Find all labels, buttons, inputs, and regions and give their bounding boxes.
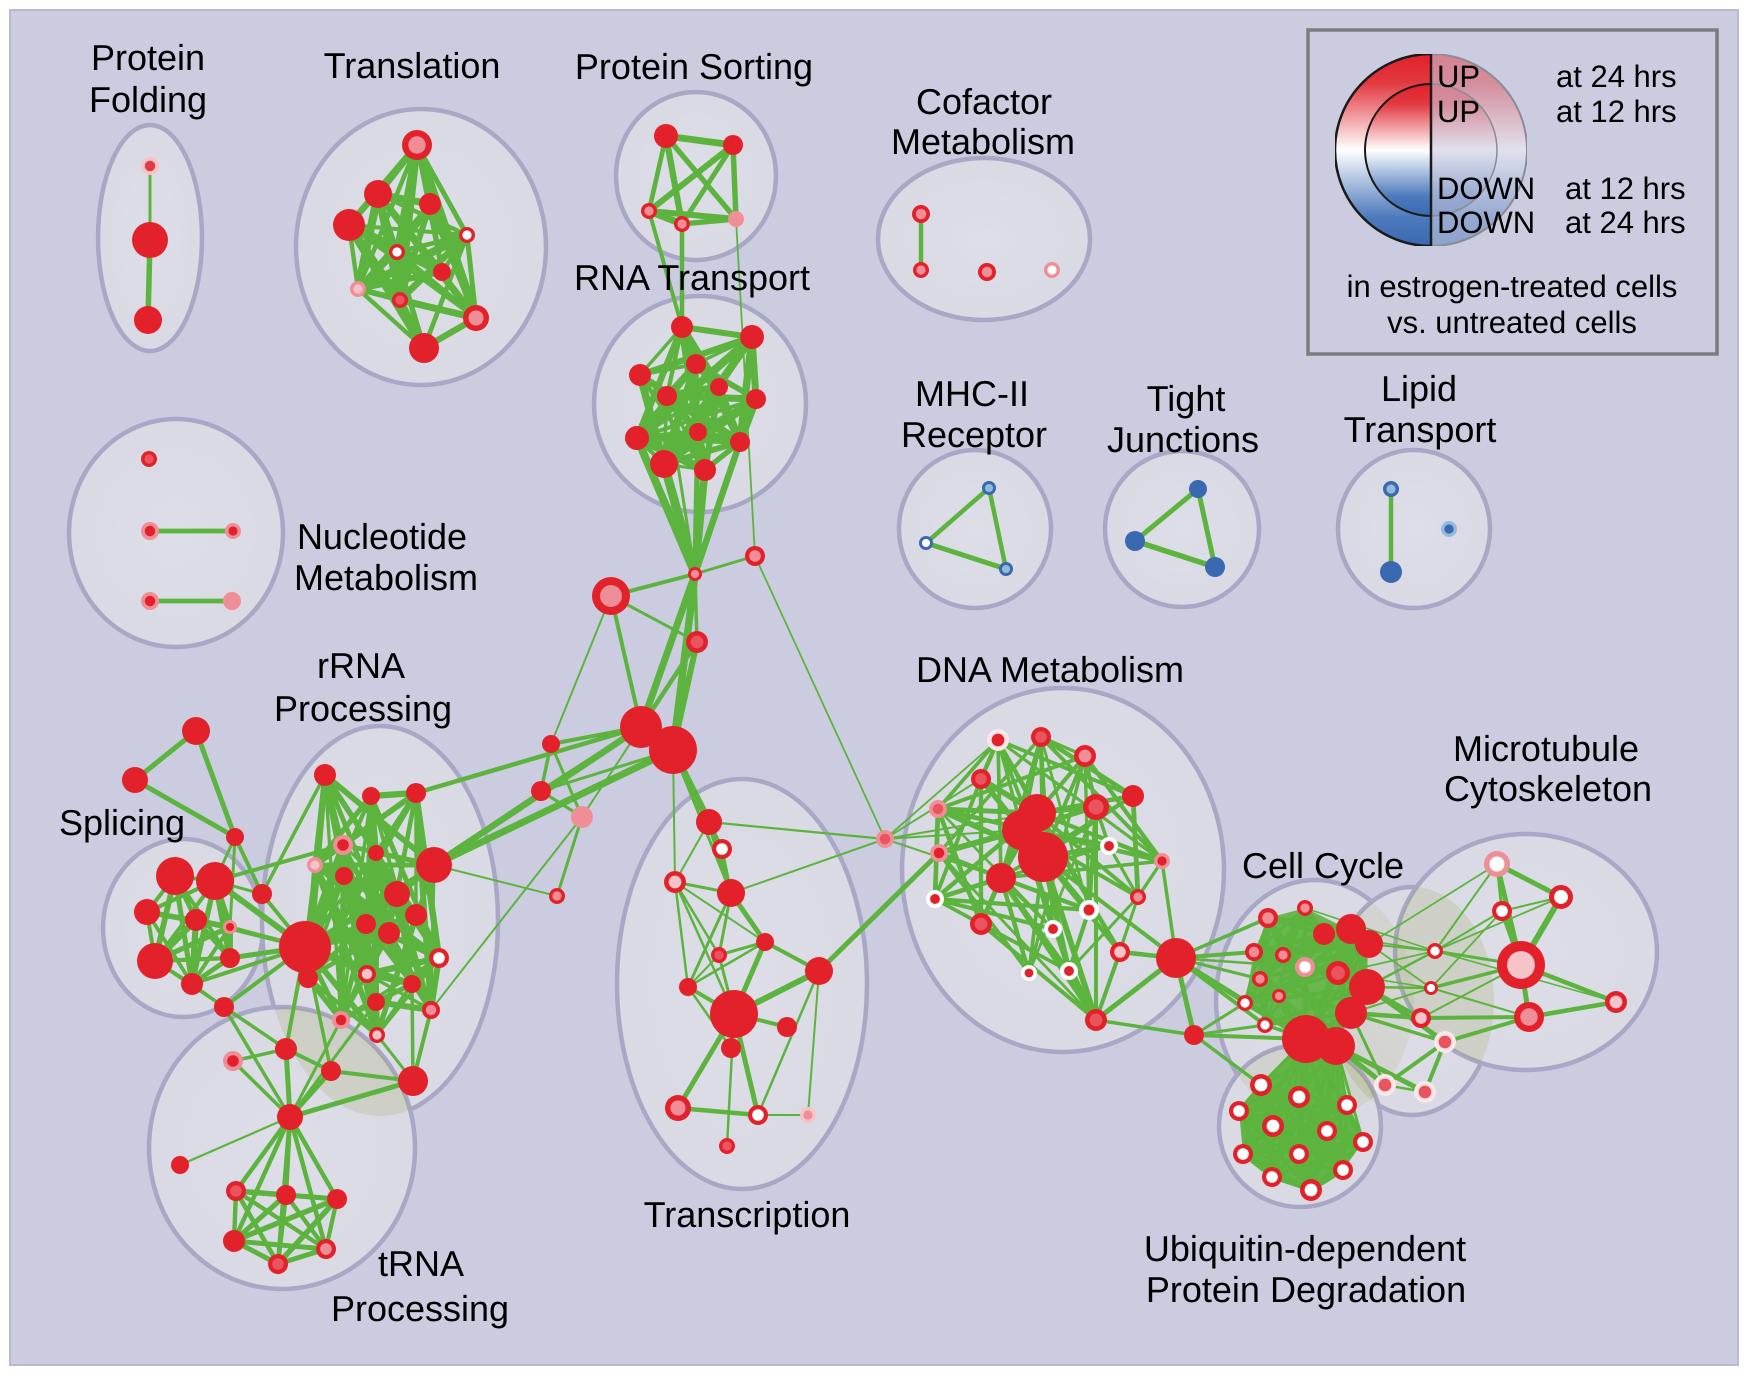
- svg-text:Protein: Protein: [91, 37, 205, 78]
- svg-text:Transcription: Transcription: [644, 1194, 851, 1235]
- svg-text:DNA Metabolism: DNA Metabolism: [916, 649, 1184, 690]
- svg-text:UP: UP: [1437, 59, 1480, 94]
- svg-text:Metabolism: Metabolism: [294, 557, 478, 598]
- svg-text:Receptor: Receptor: [901, 414, 1047, 455]
- svg-text:in estrogen-treated cells: in estrogen-treated cells: [1347, 269, 1678, 304]
- svg-text:Protein Degradation: Protein Degradation: [1146, 1269, 1466, 1310]
- svg-text:Processing: Processing: [331, 1288, 509, 1329]
- svg-text:at 12 hrs: at 12 hrs: [1556, 94, 1677, 129]
- svg-text:Nucleotide: Nucleotide: [297, 516, 467, 557]
- svg-text:at 24 hrs: at 24 hrs: [1565, 205, 1686, 240]
- svg-text:Protein Sorting: Protein Sorting: [575, 46, 813, 87]
- svg-text:Translation: Translation: [324, 45, 501, 86]
- svg-text:Ubiquitin-dependent: Ubiquitin-dependent: [1144, 1228, 1466, 1269]
- svg-text:DOWN: DOWN: [1437, 171, 1535, 206]
- svg-text:Processing: Processing: [274, 688, 452, 729]
- svg-text:Metabolism: Metabolism: [891, 121, 1075, 162]
- svg-text:at 24 hrs: at 24 hrs: [1556, 59, 1677, 94]
- svg-text:Cell Cycle: Cell Cycle: [1242, 845, 1404, 886]
- svg-text:Microtubule: Microtubule: [1453, 728, 1639, 769]
- svg-text:Transport: Transport: [1344, 409, 1497, 450]
- svg-text:Folding: Folding: [89, 79, 207, 120]
- svg-text:vs. untreated cells: vs. untreated cells: [1387, 305, 1637, 340]
- svg-text:rRNA: rRNA: [317, 645, 405, 686]
- svg-text:DOWN: DOWN: [1437, 205, 1535, 240]
- svg-text:RNA Transport: RNA Transport: [574, 257, 810, 298]
- svg-text:Cytoskeleton: Cytoskeleton: [1444, 768, 1652, 809]
- svg-text:Tight: Tight: [1147, 378, 1226, 419]
- svg-text:UP: UP: [1437, 94, 1480, 129]
- svg-text:at 12 hrs: at 12 hrs: [1565, 171, 1686, 206]
- svg-text:MHC-II: MHC-II: [915, 373, 1029, 414]
- svg-text:Splicing: Splicing: [59, 802, 185, 843]
- svg-text:Cofactor: Cofactor: [916, 81, 1052, 122]
- svg-text:Junctions: Junctions: [1107, 419, 1259, 460]
- svg-text:tRNA: tRNA: [378, 1243, 464, 1284]
- svg-text:Lipid: Lipid: [1381, 368, 1457, 409]
